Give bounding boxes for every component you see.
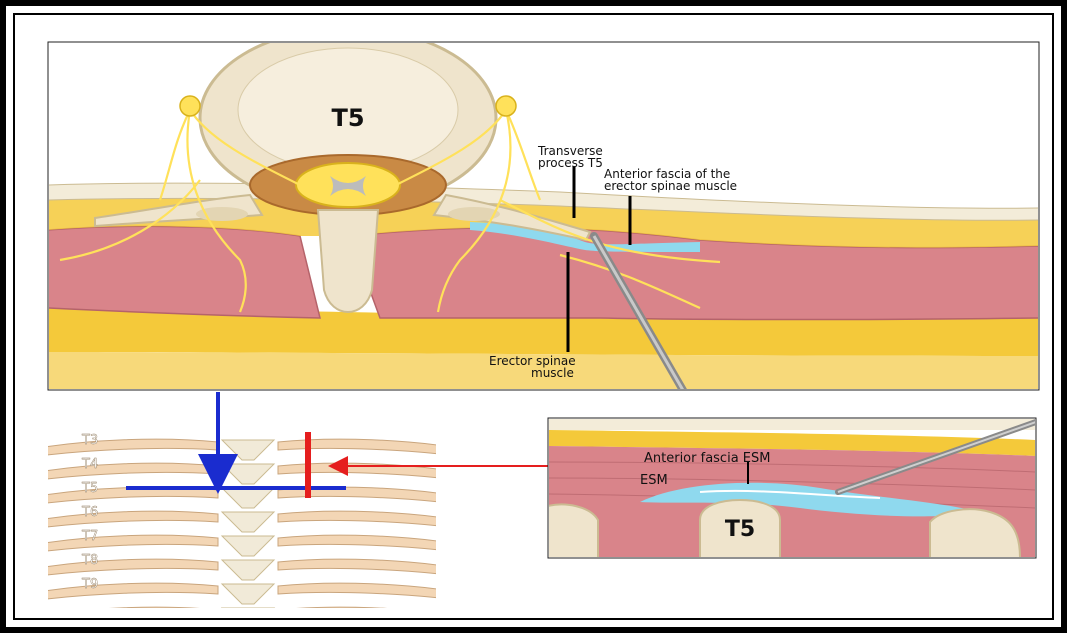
spine-level-label: T8 [81, 553, 98, 568]
vertebra-label-t5: T5 [331, 104, 364, 132]
inset-panel: Anterior fascia ESM ESM T5 [548, 418, 1036, 558]
rib-right [278, 607, 458, 624]
inset-vertebra-label: T5 [725, 517, 755, 542]
ganglion-left [180, 96, 200, 116]
spine-level-label: T4 [81, 457, 98, 472]
spine-level-label: T3 [81, 433, 98, 448]
esm-label-2: muscle [531, 366, 574, 380]
fascia-label-2: erector spinae muscle [604, 179, 737, 193]
rib-left [38, 607, 218, 624]
transverse-label-2: process T5 [538, 156, 603, 170]
spine-level-label: T5 [81, 481, 98, 496]
inset-esm-label: ESM [640, 473, 668, 488]
inset-fascia-label: Anterior fascia ESM [644, 451, 770, 466]
spine-level-label: T7 [81, 529, 98, 544]
erector-spinae-muscle-area [48, 226, 320, 318]
spine-level-label: T6 [81, 505, 98, 520]
ganglion-right [496, 96, 516, 116]
spine-level-label: T9 [81, 577, 98, 592]
spinous-process [318, 210, 378, 312]
cross-section-panel: T5 Transverse process T5 Anterior fascia… [48, 28, 1039, 392]
